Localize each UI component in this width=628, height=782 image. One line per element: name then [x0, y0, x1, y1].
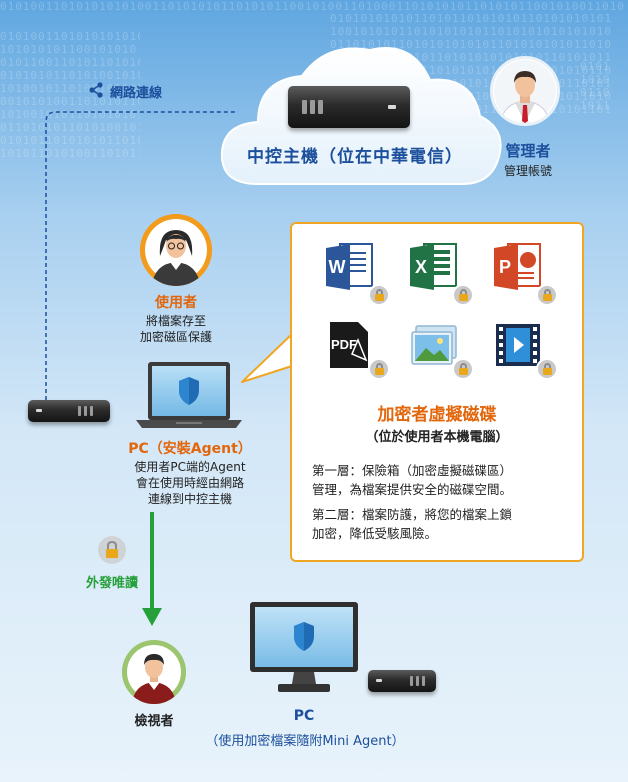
central-host-label: 中控主機（位在中華電信） [247, 147, 463, 167]
external-readonly-label: 外發唯讀 [85, 576, 138, 591]
server-icon [288, 86, 410, 128]
lock-icon [536, 358, 558, 380]
share-icon [89, 82, 103, 98]
svg-text:W: W [329, 257, 346, 277]
user-avatar [140, 214, 212, 286]
pc-server-icon [368, 670, 436, 692]
pc-user-desc-line2: 會在使用時經由網路 [135, 476, 244, 490]
pc-user-desc-line1: 使用者PC端的Agent [134, 460, 246, 474]
vault-layer2-line1: 第二層：檔案防護，將您的檔案上鎖 [312, 507, 513, 522]
user-desc-line2: 加密磁區保護 [139, 330, 212, 344]
svg-text:X: X [415, 257, 427, 277]
pdf-icon: PDF [330, 322, 368, 368]
vault-layer1-line2: 管理，為檔案提供安全的磁碟空間。 [312, 482, 513, 497]
network-label: 網路連線 [110, 86, 163, 101]
pc-user-title: PC（安裝Agent） [128, 441, 252, 457]
binary-pattern-right2: 0101 1010 0110 1011 [580, 60, 611, 112]
local-server-icon [28, 400, 110, 422]
lock-icon [368, 284, 390, 306]
pc-viewer-title: PC [293, 708, 315, 724]
vault-layer1-line1: 第一層：保險箱（加密虛擬磁碟區） [312, 463, 513, 478]
lock-icon [452, 358, 474, 380]
vault-layer2-line2: 加密，降低受駭風險。 [312, 526, 438, 541]
pc-viewer-subtitle: （使用加密檔案隨附Mini Agent） [205, 734, 405, 749]
image-icon [411, 325, 457, 365]
viewer-avatar [122, 640, 186, 704]
svg-text:P: P [499, 257, 511, 277]
excel-icon: X [410, 243, 457, 290]
lock-icon [452, 284, 474, 306]
lock-icon [368, 358, 390, 380]
lock-icon [98, 536, 126, 564]
svg-text:PDF: PDF [331, 337, 357, 352]
user-desc-line1: 將檔案存至 [145, 314, 206, 328]
admin-avatar [490, 56, 560, 126]
laptop-icon [136, 362, 242, 428]
user-role: 使用者 [155, 295, 197, 311]
word-icon: W [326, 243, 373, 290]
admin-desc: 管理帳號 [503, 164, 552, 178]
callout-pointer [241, 332, 296, 383]
monitor-icon [250, 602, 358, 692]
flow-arrow [142, 512, 162, 626]
video-icon [496, 324, 540, 366]
pc-user-desc-line3: 連線到中控主機 [147, 492, 232, 506]
vault-subtitle: （位於使用者本機電腦） [365, 430, 509, 445]
viewer-role: 檢視者 [134, 714, 174, 729]
binary-pattern-top: 0101001101010101010011010101011010101100… [0, 0, 626, 13]
powerpoint-icon: P [494, 243, 541, 290]
admin-role: 管理者 [505, 142, 551, 160]
lock-icon [536, 284, 558, 306]
vault-title: 加密者虛擬磁碟 [377, 405, 497, 425]
